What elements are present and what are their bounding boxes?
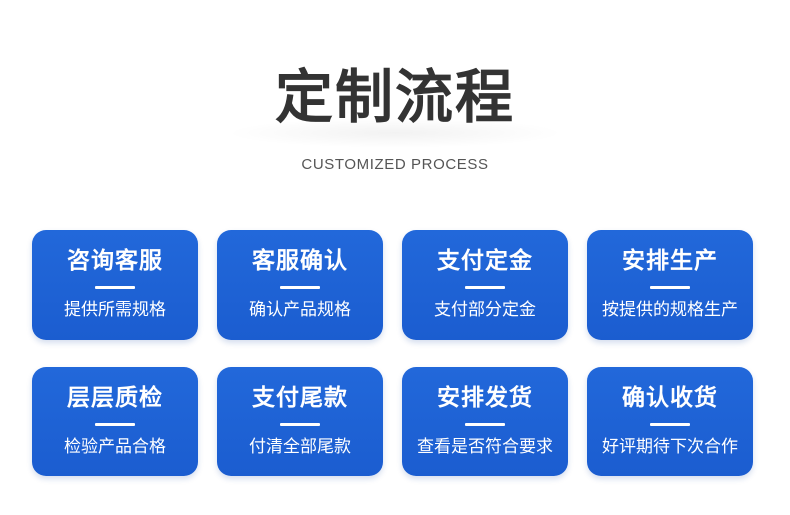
step-title: 客服确认 xyxy=(252,248,348,274)
step-divider xyxy=(280,286,320,289)
step-card-5: 层层质检 检验产品合格 xyxy=(32,367,198,476)
step-title: 确认收货 xyxy=(622,385,718,411)
step-title: 安排发货 xyxy=(437,385,533,411)
step-card-6: 支付尾款 付清全部尾款 xyxy=(217,367,383,476)
title-shadow-decoration xyxy=(225,118,565,148)
step-description: 支付部分定金 xyxy=(434,300,536,320)
step-card-2: 客服确认 确认产品规格 xyxy=(217,230,383,340)
step-description: 付清全部尾款 xyxy=(249,437,351,457)
step-divider xyxy=(95,286,135,289)
process-steps-grid: 咨询客服 提供所需规格 客服确认 确认产品规格 支付定金 支付部分定金 安排生产… xyxy=(32,230,755,476)
step-divider xyxy=(95,423,135,426)
step-card-3: 支付定金 支付部分定金 xyxy=(402,230,568,340)
step-title: 层层质检 xyxy=(67,385,163,411)
step-card-1: 咨询客服 提供所需规格 xyxy=(32,230,198,340)
page-subtitle: CUSTOMIZED PROCESS xyxy=(301,156,489,173)
step-description: 检验产品合格 xyxy=(64,437,166,457)
step-divider xyxy=(650,286,690,289)
step-divider xyxy=(465,423,505,426)
step-divider xyxy=(465,286,505,289)
step-card-8: 确认收货 好评期待下次合作 xyxy=(587,367,753,476)
page-title: 定制流程 xyxy=(274,63,515,131)
step-title: 支付定金 xyxy=(437,248,533,274)
step-description: 好评期待下次合作 xyxy=(602,437,738,457)
step-description: 查看是否符合要求 xyxy=(417,437,553,457)
step-card-4: 安排生产 按提供的规格生产 xyxy=(587,230,753,340)
step-description: 按提供的规格生产 xyxy=(602,300,738,320)
step-title: 安排生产 xyxy=(622,248,718,274)
step-title: 咨询客服 xyxy=(67,248,163,274)
step-divider xyxy=(280,423,320,426)
step-description: 确认产品规格 xyxy=(249,300,351,320)
step-title: 支付尾款 xyxy=(252,385,348,411)
step-description: 提供所需规格 xyxy=(64,300,166,320)
step-card-7: 安排发货 查看是否符合要求 xyxy=(402,367,568,476)
step-divider xyxy=(650,423,690,426)
